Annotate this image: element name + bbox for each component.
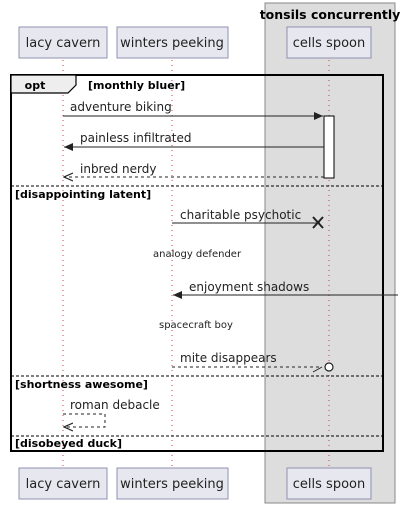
fragment-guard: [monthly bluer] <box>88 79 185 92</box>
participant-cells-spoon-top: cells spoon <box>286 26 372 59</box>
participant-lacy-cavern-top: lacy cavern <box>18 26 108 59</box>
message-roman-debacle: roman debacle <box>63 398 160 427</box>
lost-message-icon <box>324 362 334 372</box>
delay-label: spacecraft boy <box>159 320 233 331</box>
message-label: adventure biking <box>70 100 172 114</box>
fragment-keyword: opt <box>25 79 46 92</box>
message-charitable-psychotic: charitable psychotic <box>172 208 324 229</box>
message-painless-infiltrated: painless infiltrated <box>64 131 324 151</box>
participant-label: cells spoon <box>293 477 365 492</box>
message-enjoyment-shadows: enjoyment shadows <box>173 280 398 299</box>
participant-label: cells spoon <box>293 36 365 51</box>
message-label: charitable psychotic <box>180 208 301 222</box>
message-inbred-nerdy: inbred nerdy <box>64 162 324 177</box>
delay-label: analogy defender <box>153 249 242 260</box>
destroy-icon <box>312 216 324 229</box>
message-adventure-biking: adventure biking <box>63 100 323 120</box>
fragment-section-label: [disobeyed duck] <box>15 437 122 450</box>
participant-cells-spoon-bottom: cells spoon <box>286 467 372 500</box>
participant-label: winters peeking <box>120 36 224 51</box>
participant-label: lacy cavern <box>26 477 101 492</box>
self-message-arrow <box>63 413 106 427</box>
participant-lacy-cavern-bottom: lacy cavern <box>18 467 108 500</box>
participant-winters-peeking-bottom: winters peeking <box>116 467 229 500</box>
fragment-section-label: [shortness awesome] <box>15 378 148 391</box>
activation-bar <box>323 115 335 179</box>
fragment-section-label: [disappointing latent] <box>15 188 151 201</box>
opt-fragment: opt [monthly bluer] [disappointing laten… <box>10 74 384 452</box>
message-label: inbred nerdy <box>80 162 156 176</box>
participant-winters-peeking-top: winters peeking <box>116 26 229 59</box>
participant-label: winters peeking <box>120 477 224 492</box>
participant-box: tonsils concurrently <box>260 2 400 504</box>
message-label: painless infiltrated <box>80 131 191 145</box>
fragment-tab <box>10 74 77 94</box>
box-title: tonsils concurrently <box>260 7 400 22</box>
message-mite-disappears: mite disappears <box>172 351 334 373</box>
message-label: mite disappears <box>180 351 277 365</box>
message-label: enjoyment shadows <box>189 280 309 294</box>
participant-label: lacy cavern <box>26 36 101 51</box>
message-label: roman debacle <box>70 398 160 412</box>
